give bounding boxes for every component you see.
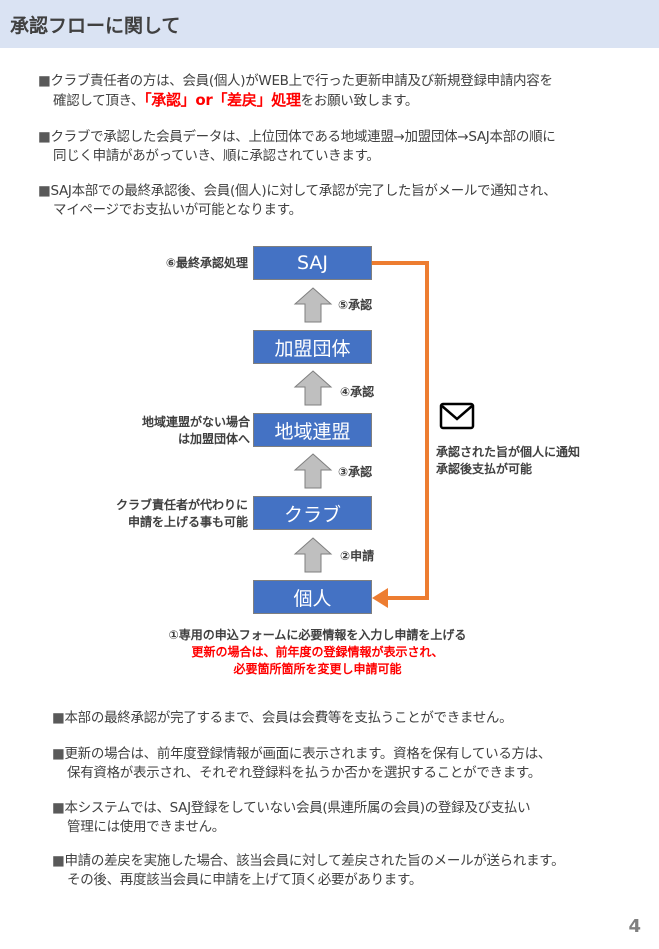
text: 本システムでは、SAJ登録をしていない会員(県連所属の会員)の登録及び支払い	[64, 800, 531, 816]
club-note: クラブ責任者が代わりに申請を上げる事も可能	[116, 497, 248, 531]
note-3: ■本システムでは、SAJ登録をしていない会員(県連所属の会員)の登録及び支払い管…	[52, 799, 531, 837]
text: 本部の最終承認が完了するまで、会員は会費等を支払うことができません。	[64, 710, 513, 726]
note-4: ■申請の差戻を実施した場合、該当会員に対して差戻された旨のメールが送られます。そ…	[52, 852, 565, 890]
text: クラブで承認した会員データは、上位団体である地域連盟→加盟団体→SAJ本部の順に	[50, 129, 556, 145]
bullet: ■	[52, 746, 65, 762]
step-1-caption: ①専用の申込フォームに必要情報を入力し申請を上げる	[168, 628, 467, 642]
text: SAJ本部での最終承認後、会員(個人)に対して承認が完了した旨がメールで通知され…	[50, 183, 557, 199]
text: 更新の場合は、前年度登録情報が画面に表示されます。資格を保有している方は、	[64, 746, 552, 762]
up-arrow-icon	[293, 287, 333, 323]
final-approval-label: ⑥最終承認処理	[165, 256, 248, 270]
step-5-label: ⑤承認	[338, 298, 373, 312]
text: 必要箇所箇所を変更し申請可能	[233, 662, 402, 676]
text: 同じく申請があがっていき、順に承認されていきます。	[53, 148, 380, 164]
text: クラブ責任者が代わりに	[115, 498, 248, 512]
text: 申請を上げる事も可能	[127, 515, 248, 529]
step-2-label: ②申請	[340, 549, 375, 563]
mail-icon	[439, 402, 475, 430]
notification-connector-arrow	[372, 261, 429, 608]
text: その後、再度該当会員に申請を上げて頂く必要があります。	[67, 872, 423, 888]
flow-box-regional: 地域連盟	[253, 413, 372, 447]
text: をお願い致します。	[300, 93, 419, 109]
flow-box-individual: 個人	[253, 580, 372, 614]
text: 更新の場合は、前年度の登録情報が表示され、	[191, 645, 444, 659]
regional-note: 地域連盟がない場合は加盟団体へ	[142, 414, 250, 448]
bullet: ■	[52, 853, 65, 869]
note-1: ■本部の最終承認が完了するまで、会員は会費等を支払うことができません。	[52, 709, 513, 728]
intro-paragraph-2: ■クラブで承認した会員データは、上位団体である地域連盟→加盟団体→SAJ本部の順…	[38, 128, 556, 166]
flow-box-club: クラブ	[253, 496, 372, 530]
text: マイページでお支払いが可能となります。	[53, 202, 302, 218]
mail-note: 承認された旨が個人に通知承認後支払が可能	[436, 444, 580, 478]
text: 保有資格が表示され、それぞれ登録料を払うか否かを選択することができます。	[67, 765, 541, 781]
step-3-label: ③承認	[338, 465, 373, 479]
text: クラブ責任者の方は、会員(個人)がWEB上で行った更新申請及び新規登録申請内容を	[50, 73, 553, 89]
renewal-note: 更新の場合は、前年度の登録情報が表示され、必要箇所箇所を変更し申請可能	[0, 644, 635, 678]
text: 管理には使用できません。	[67, 819, 225, 835]
bullet: ■	[52, 800, 65, 816]
flow-box-saj: SAJ	[253, 246, 372, 280]
up-arrow-icon	[293, 453, 333, 489]
up-arrow-icon	[293, 370, 333, 406]
text: は加盟団体へ	[177, 432, 250, 446]
note-2: ■更新の場合は、前年度登録情報が画面に表示されます。資格を保有している方は、保有…	[52, 745, 551, 783]
header-band	[0, 0, 659, 48]
approve-reject-highlight: 「承認」or「差戻」処理	[144, 91, 301, 109]
text: 承認後支払が可能	[436, 462, 533, 476]
bullet: ■	[38, 129, 51, 145]
page-title: 承認フローに関して	[10, 15, 181, 37]
bullet: ■	[38, 183, 51, 199]
bullet: ■	[38, 73, 51, 89]
page-number: 4	[628, 916, 641, 937]
text: 地域連盟がない場合	[141, 415, 250, 429]
text: 申請の差戻を実施した場合、該当会員に対して差戻された旨のメールが送られます。	[64, 853, 565, 869]
intro-paragraph-1: ■クラブ責任者の方は、会員(個人)がWEB上で行った更新申請及び新規登録申請内容…	[38, 72, 553, 111]
text: 承認された旨が個人に通知	[436, 445, 581, 459]
flow-box-member-org: 加盟団体	[253, 330, 372, 364]
intro-paragraph-3: ■SAJ本部での最終承認後、会員(個人)に対して承認が完了した旨がメールで通知さ…	[38, 182, 557, 220]
up-arrow-icon	[293, 537, 333, 573]
bullet: ■	[52, 710, 65, 726]
text: 確認して頂き、	[53, 93, 145, 109]
step-4-label: ④承認	[340, 385, 375, 399]
